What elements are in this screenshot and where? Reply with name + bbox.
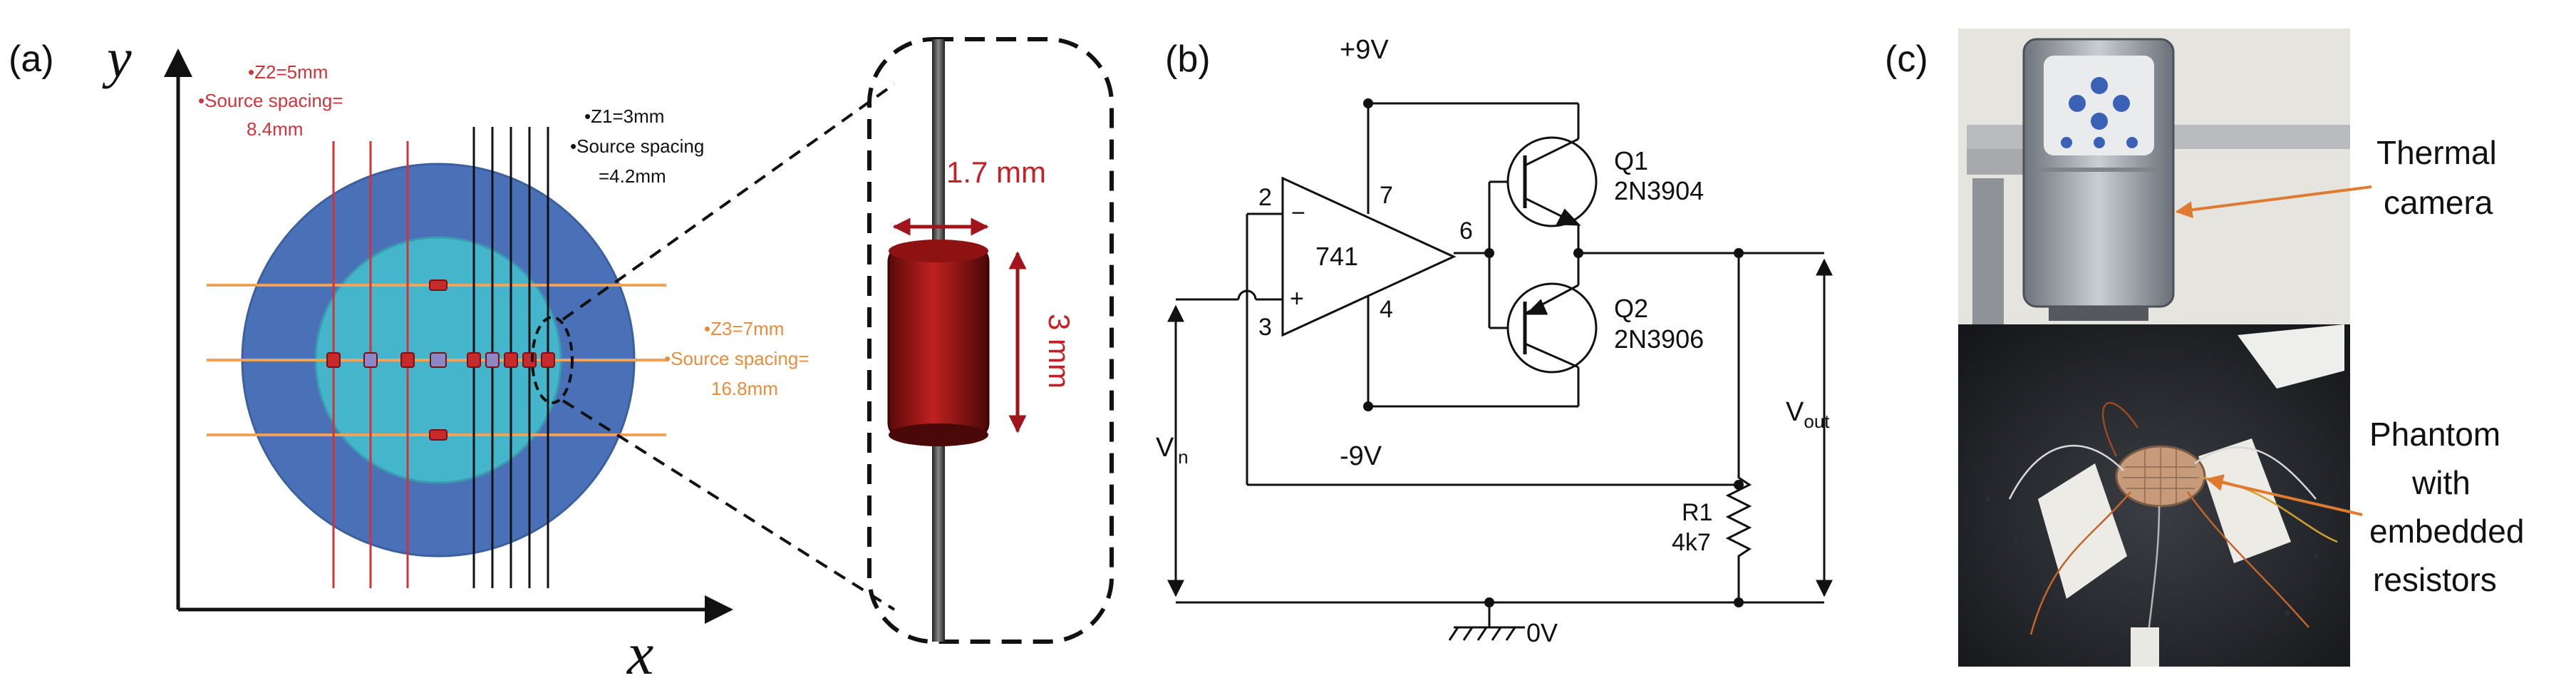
panel-c: (c) bbox=[1885, 29, 2524, 667]
y-axis-label: y bbox=[102, 27, 132, 89]
pin-6-label: 6 bbox=[1459, 217, 1473, 245]
svg-text:Thermal: Thermal bbox=[2376, 134, 2497, 171]
zoom-line-bottom bbox=[562, 399, 896, 611]
camera-buttons bbox=[2061, 77, 2138, 148]
svg-text:resistors: resistors bbox=[2373, 561, 2497, 598]
svg-text:•Source spacing=: •Source spacing= bbox=[664, 348, 809, 369]
svg-text:•Z3=7mm: •Z3=7mm bbox=[704, 318, 784, 339]
opamp-symbol bbox=[1281, 176, 1457, 337]
neg-supply-label: -9V bbox=[1340, 441, 1382, 471]
panel-a-label: (a) bbox=[9, 38, 54, 80]
panel-b: (b) bbox=[1156, 35, 1833, 647]
svg-text:8.4mm: 8.4mm bbox=[247, 118, 303, 140]
ground-symbol bbox=[1448, 626, 1525, 641]
svg-text:=4.2mm: =4.2mm bbox=[599, 165, 666, 187]
zoom-line-top bbox=[562, 83, 896, 321]
vin-label: Vin bbox=[1156, 433, 1189, 468]
panel-a: (a) y x bbox=[9, 27, 1114, 678]
phantom-pointer bbox=[2205, 474, 2363, 516]
z2-annotation: •Z2=5mm •Source spacing= 8.4mm bbox=[198, 61, 343, 140]
width-dimension-label: 1.7 mm bbox=[946, 155, 1046, 189]
svg-text:•Z1=3mm: •Z1=3mm bbox=[584, 106, 664, 127]
opamp-minus: − bbox=[1291, 200, 1305, 227]
resistor-body bbox=[887, 245, 990, 440]
thermal-camera-label: Thermal camera bbox=[2376, 134, 2497, 221]
svg-text:camera: camera bbox=[2384, 184, 2493, 221]
svg-text:Phantom: Phantom bbox=[2369, 416, 2500, 453]
q1-name: Q1 bbox=[1614, 146, 1648, 175]
pin-4-label: 4 bbox=[1380, 296, 1393, 323]
zoom-ellipse bbox=[531, 316, 574, 404]
r1-value: 4k7 bbox=[1672, 529, 1711, 556]
q1-part: 2N3904 bbox=[1614, 176, 1704, 205]
q2-part: 2N3906 bbox=[1614, 324, 1704, 354]
r1-name: R1 bbox=[1682, 499, 1712, 526]
svg-text:with: with bbox=[2411, 464, 2471, 501]
z3-annotation: •Z3=7mm •Source spacing= 16.8mm bbox=[664, 318, 809, 399]
pos-supply-label: +9V bbox=[1340, 35, 1389, 65]
q1-transistor bbox=[1506, 136, 1598, 227]
opamp-label: 741 bbox=[1315, 242, 1358, 271]
x-axis-label: x bbox=[626, 621, 653, 678]
svg-text:•Z2=5mm: •Z2=5mm bbox=[248, 61, 328, 83]
opamp-plus: + bbox=[1290, 285, 1304, 312]
thermal-camera-pointer bbox=[2175, 185, 2372, 219]
pin-2-label: 2 bbox=[1258, 184, 1272, 211]
pin-7-label: 7 bbox=[1380, 182, 1393, 209]
q2-transistor bbox=[1506, 282, 1598, 374]
resistor-closeup-frame bbox=[867, 37, 1114, 644]
ground-label: 0V bbox=[1526, 618, 1558, 647]
setup-photo bbox=[1958, 29, 2350, 667]
pin-3-label: 3 bbox=[1258, 314, 1272, 341]
svg-text:•Source spacing: •Source spacing bbox=[570, 135, 704, 157]
circuit-wires bbox=[1176, 102, 1824, 627]
height-dimension-label: 3 mm bbox=[1043, 314, 1076, 389]
svg-text:•Source spacing=: •Source spacing= bbox=[198, 90, 343, 111]
z1-annotation: •Z1=3mm •Source spacing =4.2mm bbox=[570, 106, 704, 187]
resistor-top-cap bbox=[889, 240, 988, 262]
vout-label: Vout bbox=[1786, 397, 1830, 432]
svg-text:embedded: embedded bbox=[2369, 513, 2524, 550]
phantom-label: Phantom with embedded resistors bbox=[2369, 416, 2524, 598]
q2-name: Q2 bbox=[1614, 294, 1648, 323]
r1-resistor bbox=[1725, 467, 1752, 567]
resistor-bottom-cap bbox=[889, 423, 988, 446]
panel-c-label: (c) bbox=[1885, 38, 1928, 80]
svg-text:16.8mm: 16.8mm bbox=[711, 378, 778, 399]
junction-dots bbox=[1363, 98, 1744, 607]
panel-b-label: (b) bbox=[1165, 38, 1211, 80]
